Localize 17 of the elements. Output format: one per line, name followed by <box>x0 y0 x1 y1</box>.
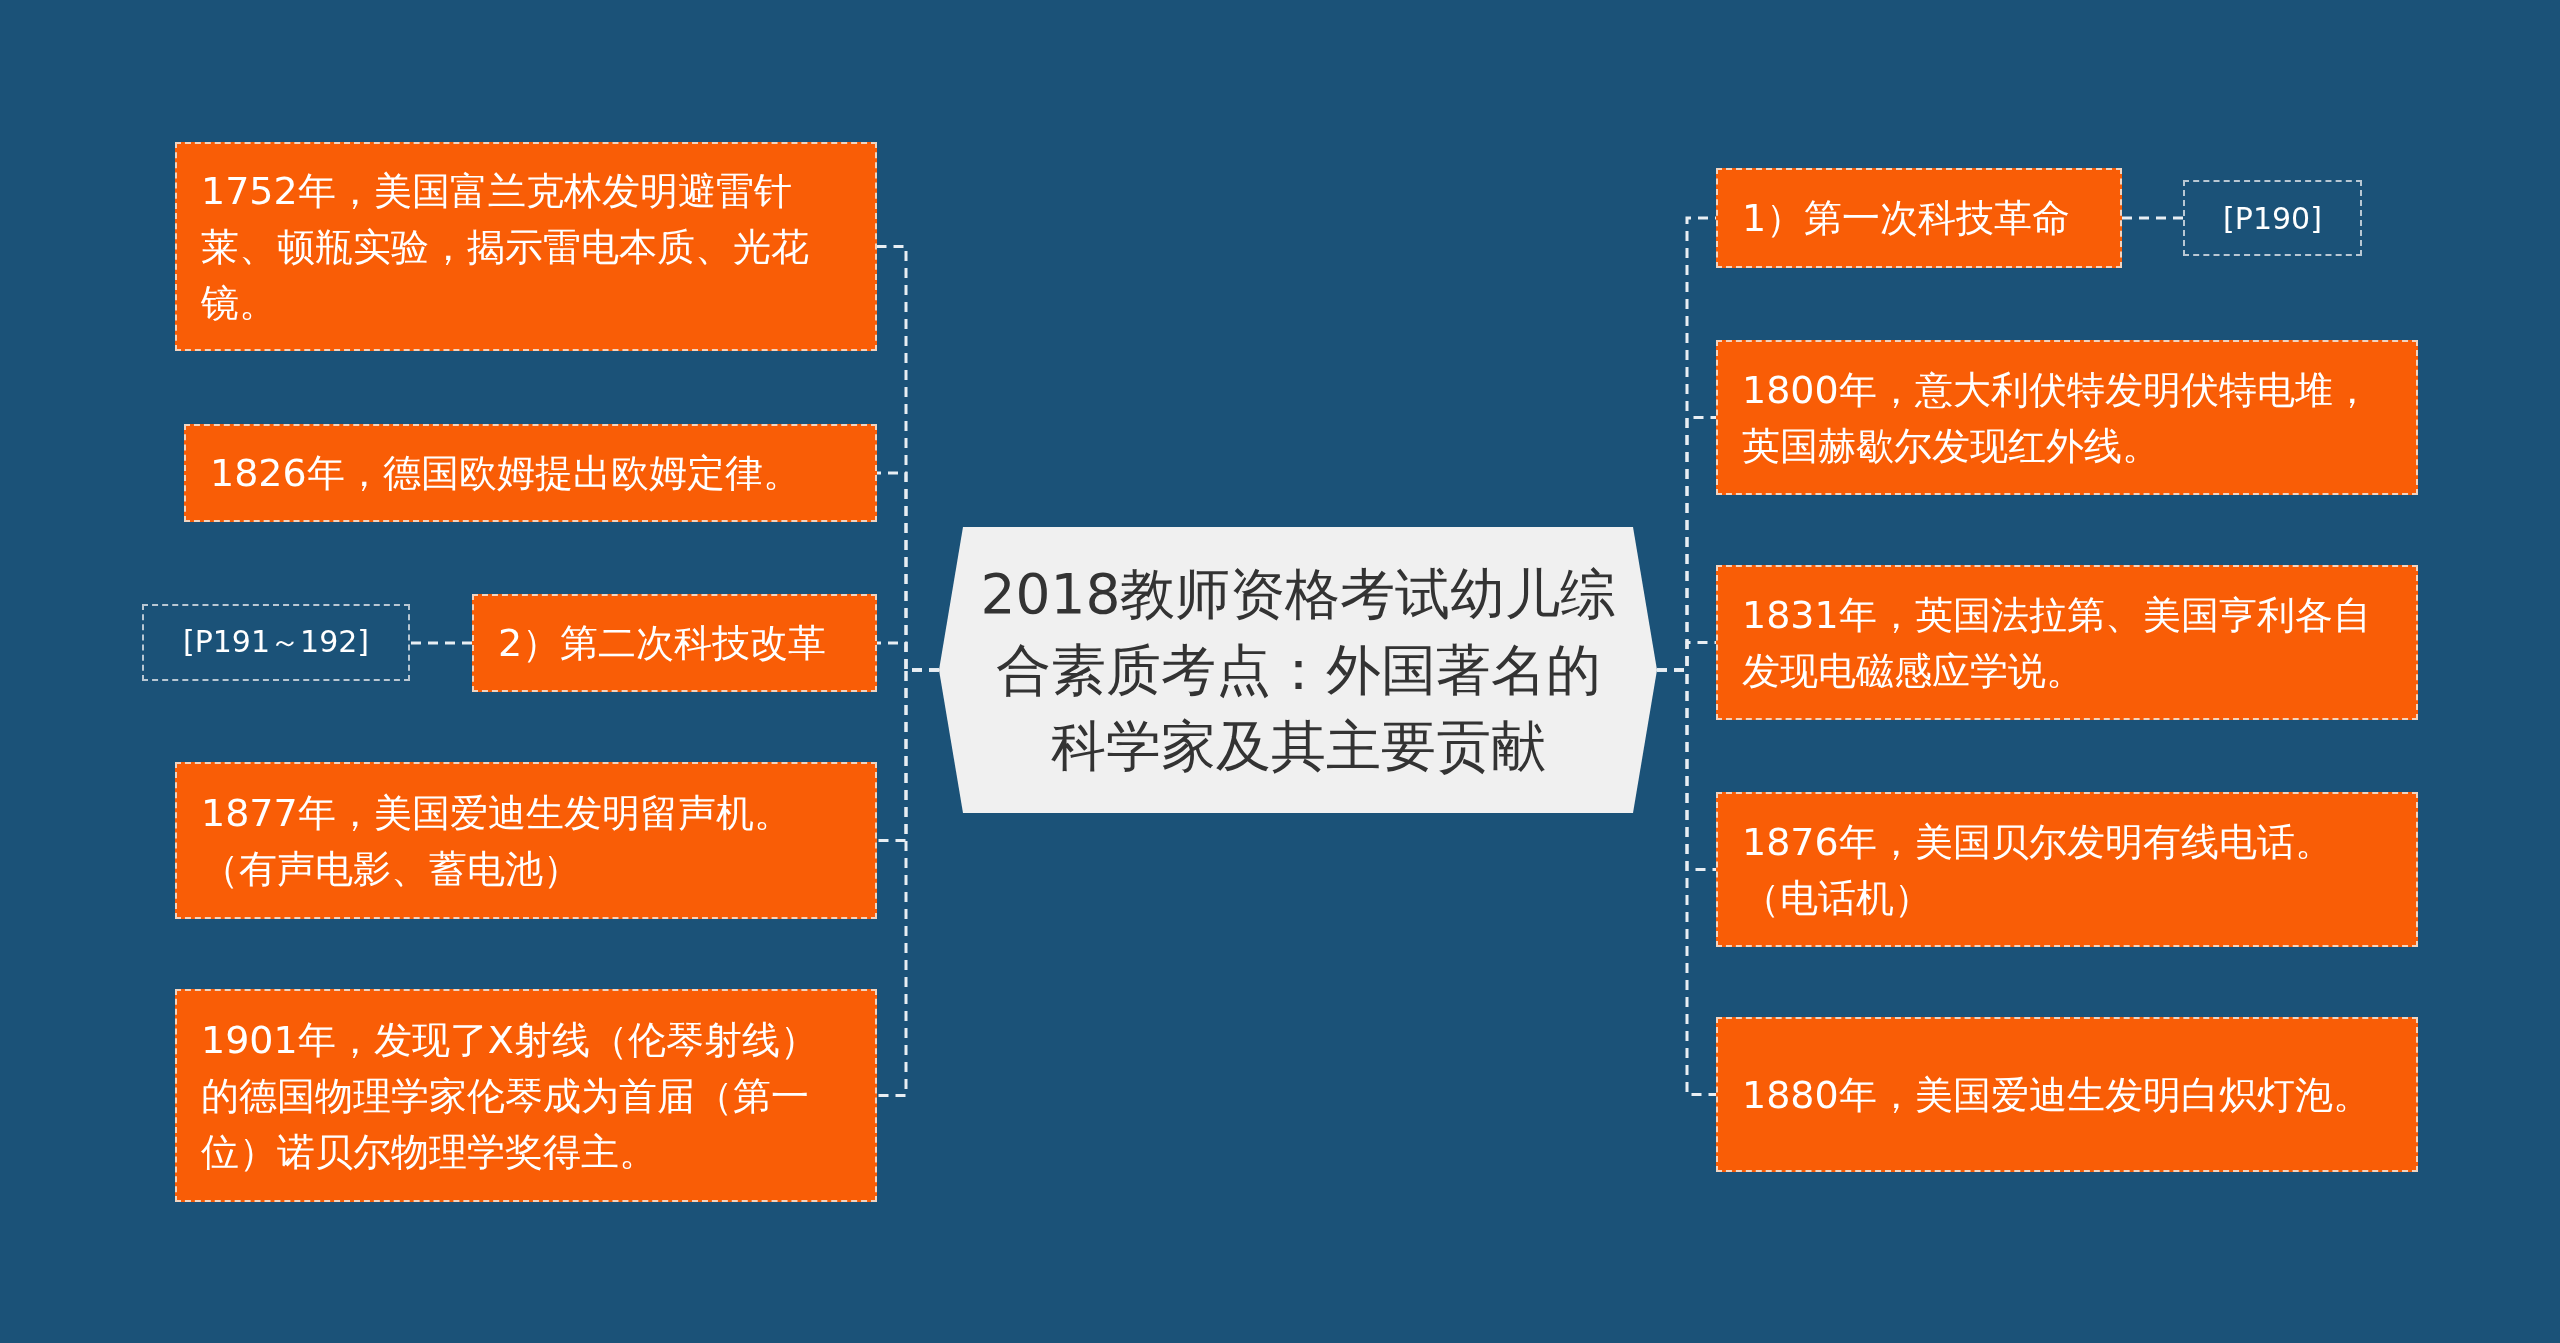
connector-line <box>1657 668 1716 1096</box>
connector-line <box>2122 216 2183 220</box>
topic-box: 1752年，美国富兰克林发明避雷针莱、顿瓶实验，揭示雷电本质、光花镜。 <box>175 142 877 351</box>
topic-box: 1）第一次科技革命 <box>1716 168 2122 268</box>
topic-box: 1826年，德国欧姆提出欧姆定律。 <box>184 424 877 522</box>
connector-line <box>877 668 939 1097</box>
topic-box: 1877年，美国爱迪生发明留声机。（有声电影、蓄电池） <box>175 762 877 919</box>
connector-line <box>410 641 472 645</box>
topic-box: 2）第二次科技改革 <box>472 594 877 692</box>
page-reference-box: [P190] <box>2183 180 2362 256</box>
topic-box: 1831年，英国法拉第、美国亨利各自发现电磁感应学说。 <box>1716 565 2418 720</box>
topic-box: 1876年，美国贝尔发明有线电话。（电话机） <box>1716 792 2418 947</box>
topic-box: 1880年，美国爱迪生发明白炽灯泡。 <box>1716 1017 2418 1172</box>
page-reference-box: [P191～192] <box>142 604 410 681</box>
topic-box: 1901年，发现了X射线（伦琴射线）的德国物理学家伦琴成为首届（第一位）诺贝尔物理学奖得主。 <box>175 989 877 1202</box>
topic-box: 1800年，意大利伏特发明伏特电堆，英国赫歇尔发现红外线。 <box>1716 340 2418 495</box>
central-topic: 2018教师资格考试幼儿综合素质考点：外国著名的科学家及其主要贡献 <box>939 527 1657 813</box>
